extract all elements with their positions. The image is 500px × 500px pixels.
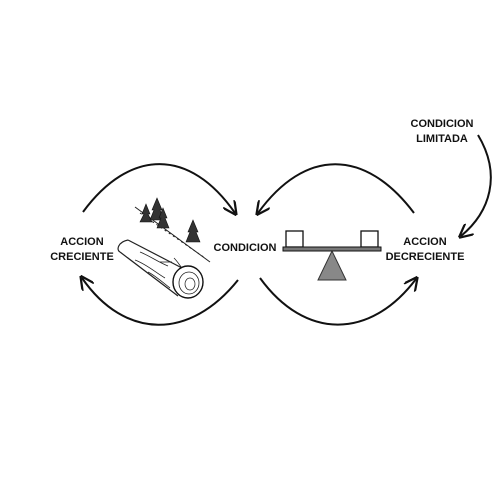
- growing-action-line-1: ACCION: [60, 236, 104, 248]
- limited-condition-label: CONDICION LIMITADA: [411, 117, 474, 147]
- left-loop-top-arrow: [82, 163, 235, 213]
- limiting-condition-arrow: [461, 134, 492, 236]
- decreasing-action-label: ACCION DECRECIENTE: [386, 235, 465, 265]
- limited-condition-line-2: LIMITADA: [416, 133, 468, 145]
- growing-action-line-2: CRECIENTE: [50, 251, 114, 263]
- decreasing-action-line-2: DECRECIENTE: [385, 251, 465, 263]
- seesaw-right-box: [360, 230, 379, 248]
- growing-action-label: ACCION CRECIENTE: [50, 235, 114, 265]
- left-loop-bottom-arrow: [82, 278, 239, 326]
- limited-condition-line-1: CONDICION: [410, 118, 474, 130]
- seesaw-balance-icon: [282, 230, 382, 281]
- seesaw-left-box: [285, 230, 304, 248]
- rolling-log-on-slope-icon: [117, 197, 211, 299]
- seesaw-fulcrum: [317, 249, 347, 281]
- right-loop-bottom-arrow: [259, 278, 416, 326]
- decreasing-action-line-1: ACCION: [403, 236, 447, 248]
- right-loop-top-arrow: [258, 163, 415, 213]
- pine-tree-icon: [139, 197, 201, 243]
- condition-label: CONDICION: [212, 241, 278, 256]
